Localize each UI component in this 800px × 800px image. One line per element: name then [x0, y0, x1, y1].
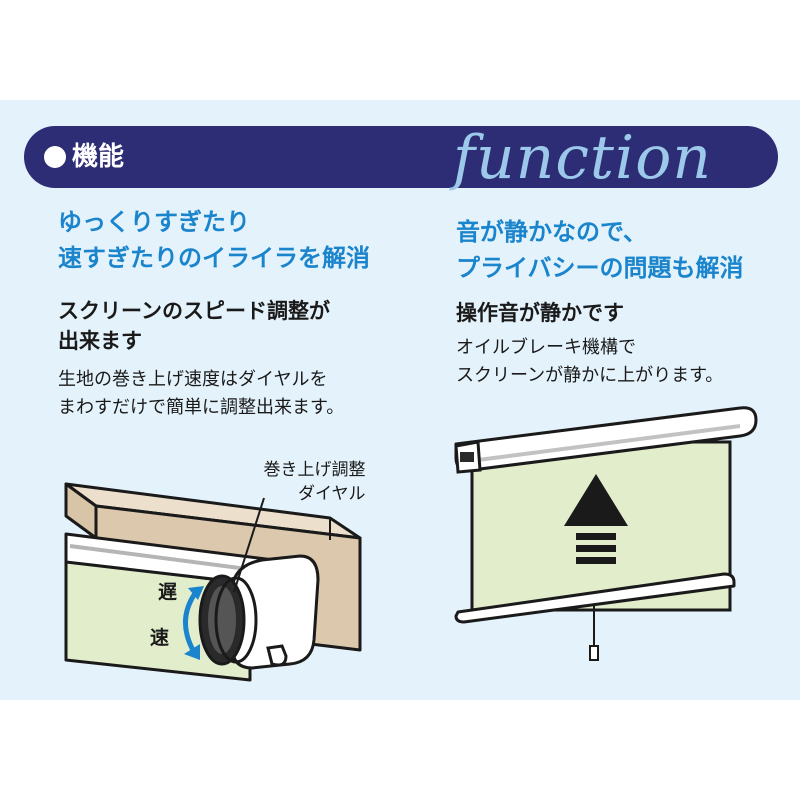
white-circle-icon: [44, 146, 66, 168]
banner-script-title: function: [452, 123, 712, 193]
right-body-line-1: オイルブレーキ機構で: [456, 337, 636, 358]
right-body-line-2: スクリーンが静かに上がります。: [456, 365, 724, 386]
left-subhead-line-1: スクリーンのスピード調整が: [58, 299, 330, 323]
left-body-line-1: 生地の巻き上げ速度はダイヤルを: [58, 369, 328, 390]
left-headline-line-1: ゆっくりすぎたり: [58, 208, 250, 236]
right-body: オイルブレーキ機構で スクリーンが静かに上がります。: [456, 334, 723, 390]
bottom-bar: [454, 572, 736, 624]
left-headline: ゆっくりすぎたり 速すぎたりのイライラを解消: [58, 204, 370, 276]
right-headline-line-2: プライバシーの問題も解消: [456, 254, 744, 282]
fast-label: 速: [150, 627, 170, 649]
rotate-arrow-icon: [183, 590, 199, 654]
left-body-line-2: まわすだけで簡単に調整出来ます。: [58, 397, 345, 418]
dial-label: 巻き上げ調整 ダイヤル: [236, 458, 366, 506]
slow-label: 遅: [158, 581, 178, 603]
left-subhead: スクリーンのスピード調整が 出来ます: [58, 296, 330, 356]
right-headline: 音が静かなので、 プライバシーの問題も解消: [456, 214, 744, 286]
dial-label-line-1: 巻き上げ調整: [263, 460, 366, 480]
left-body: 生地の巻き上げ速度はダイヤルを まわすだけで簡単に調整出来ます。: [58, 366, 344, 422]
right-headline-line-1: 音が静かなので、: [456, 218, 648, 246]
right-subhead: 操作音が静かです: [456, 301, 624, 325]
left-headline-line-2: 速すぎたりのイライラを解消: [58, 244, 370, 272]
dial-label-line-2: ダイヤル: [298, 484, 366, 504]
banner-title: 機能: [72, 142, 125, 172]
left-subhead-line-2: 出来ます: [58, 329, 142, 353]
function-banner: [24, 126, 778, 188]
dial-leader-line: [233, 497, 265, 593]
up-arrow-icon: [564, 474, 628, 526]
